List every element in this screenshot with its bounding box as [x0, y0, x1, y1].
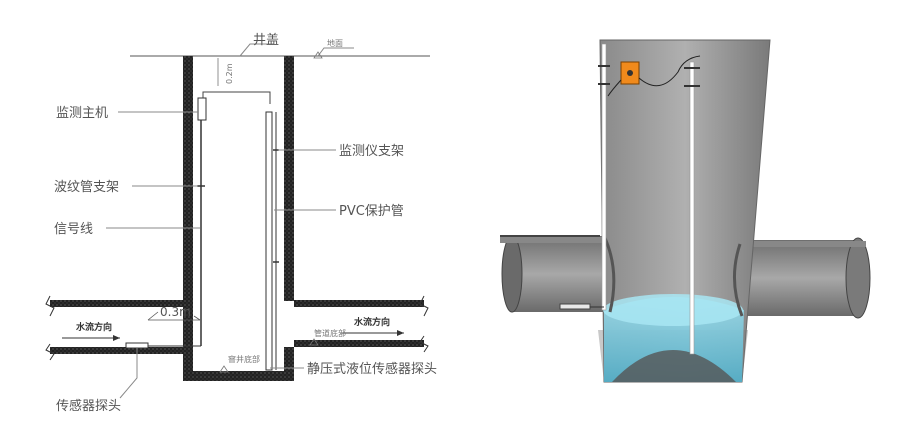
label-well-bottom: 窨井底部 — [228, 354, 260, 364]
shaft-bottom — [183, 371, 294, 381]
monitor-host — [197, 97, 207, 121]
label-ground: 地面 — [327, 38, 343, 48]
label-bellows-bracket: 波纹管支架 — [54, 180, 119, 195]
left-pipe-top — [50, 300, 183, 307]
label-flow-left: 水流方向 — [76, 321, 112, 333]
shaft-right-wall-upper — [284, 56, 294, 301]
label-sensor-probe-bottom: 传感器探头 — [56, 398, 121, 414]
label-flow-right: 水流方向 — [354, 316, 390, 328]
label-distance: 0.3m — [160, 305, 191, 319]
sensor-probe — [125, 342, 149, 349]
label-gap-top: 0.2m — [225, 63, 234, 84]
left-section-diagram: 井盖 地面 0.2m 0.3m 水流方向 水流方向 — [45, 33, 437, 414]
right-pipe-top — [294, 300, 424, 307]
pvc-pipe — [265, 111, 273, 371]
label-pipe-bottom: 管道底部 — [314, 328, 346, 338]
shaft-right-wall-lower — [284, 347, 294, 381]
sensor-probe-3d — [559, 303, 591, 310]
pipe-right — [740, 240, 860, 316]
label-monitor-bracket: 监测仪支架 — [339, 144, 404, 159]
pipe-left — [510, 236, 610, 312]
label-signal-line: 信号线 — [54, 222, 93, 237]
break-mark-left — [45, 295, 55, 361]
right-pipe-bottom — [294, 340, 424, 347]
signal-conduit — [601, 43, 607, 311]
label-sensor-probe-right: 静压式液位传感器探头 — [307, 361, 437, 377]
break-mark-right — [419, 295, 429, 353]
left-pipe-bottom — [50, 347, 183, 354]
monitor-bracket-top — [202, 91, 271, 104]
pvc-pipe-3d — [689, 61, 695, 355]
shaft-left-wall — [183, 56, 193, 381]
label-manhole-cover: 井盖 — [253, 33, 279, 48]
label-pvc-pipe: PVC保护管 — [339, 204, 404, 219]
right-3d-illustration — [500, 39, 871, 383]
shaft-bottom-arch — [612, 350, 736, 382]
label-host: 监测主机 — [56, 106, 108, 121]
